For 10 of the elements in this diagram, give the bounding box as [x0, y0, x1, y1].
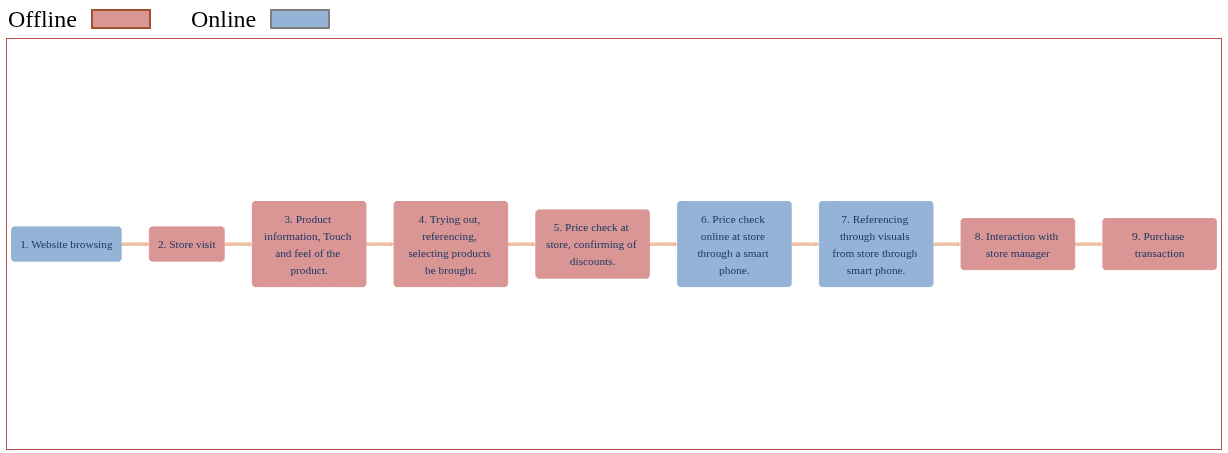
- arrow: [649, 241, 679, 247]
- arrow: [366, 241, 395, 247]
- legend-label: Offline: [8, 5, 77, 33]
- arrow: [791, 241, 820, 247]
- arrow: [224, 241, 253, 247]
- arrow: [933, 241, 962, 247]
- arrow: [507, 241, 537, 247]
- arrow: [121, 241, 150, 247]
- arrow: [1074, 241, 1104, 247]
- legend-label: Online: [190, 5, 257, 33]
